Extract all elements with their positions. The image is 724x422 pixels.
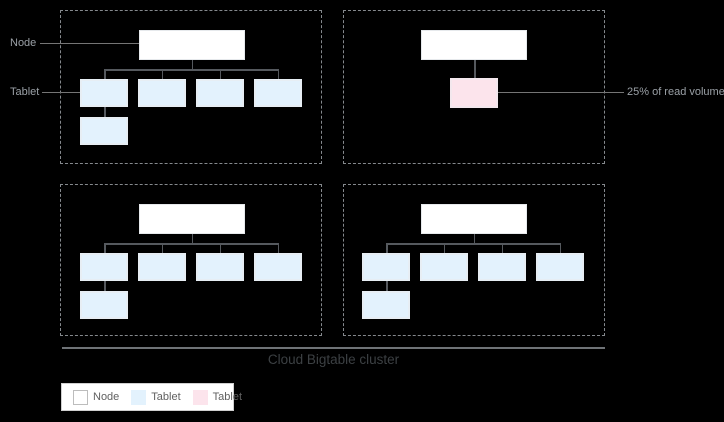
connector-stub: [104, 69, 106, 79]
node-group-1: [60, 10, 322, 164]
tablet-box: [254, 79, 302, 107]
node-group-2: [343, 10, 605, 164]
tablet-box: [196, 79, 244, 107]
tablet-box: [80, 253, 128, 281]
connector-stub: [219, 69, 221, 79]
cluster-title: Cloud Bigtable cluster: [267, 352, 400, 367]
node-box: [139, 30, 245, 60]
node-label: Node: [10, 37, 37, 49]
hot-tablet-box: [450, 78, 498, 108]
cluster-bracket-line: [62, 347, 605, 349]
legend-label: Tablet: [151, 391, 181, 403]
tablet-box: [478, 253, 526, 281]
node-group-4: [343, 184, 605, 336]
connector-tree-horizontal: [386, 243, 561, 245]
legend-item-hot-tablet: Tablet: [192, 389, 243, 405]
connector-node-stub: [191, 60, 193, 70]
tablet-box: [80, 117, 128, 145]
annotation-leader-line: [498, 91, 624, 93]
tablet-box: [80, 79, 128, 107]
connector-stub: [161, 243, 163, 253]
connector-stub: [277, 243, 279, 253]
legend: Node Tablet Tablet: [61, 383, 242, 411]
node-box: [139, 204, 245, 234]
legend-item-tablet: Tablet: [131, 389, 181, 405]
tablet-box: [420, 253, 468, 281]
read-volume-annotation: 25% of read volume: [627, 86, 724, 98]
node-swatch: [73, 389, 88, 405]
node-box: [421, 204, 527, 234]
connector-node-stub: [473, 234, 475, 244]
connector-stub: [443, 243, 445, 253]
tablet-box: [196, 253, 244, 281]
connector-stub: [219, 243, 221, 253]
connector-stub: [104, 281, 106, 291]
legend-label: Tablet: [212, 391, 243, 403]
tablet-box: [138, 79, 186, 107]
legend-label: Node: [93, 391, 120, 403]
tablet-box: [362, 291, 410, 319]
connector-tree-horizontal: [104, 69, 279, 71]
tablet-swatch: [131, 389, 147, 405]
tablet-label: Tablet: [10, 86, 40, 98]
connector-stub: [277, 69, 279, 79]
tablet-box: [536, 253, 584, 281]
node-box: [421, 30, 527, 60]
connector-stub: [386, 281, 388, 291]
connector-stub: [161, 69, 163, 79]
connector-stub: [104, 107, 106, 117]
legend-item-node: Node: [73, 389, 120, 405]
hot-tablet-swatch: [192, 389, 208, 405]
tablet-box: [80, 291, 128, 319]
tablet-box: [138, 253, 186, 281]
connector-tree-horizontal: [104, 243, 279, 245]
tablet-leader-line: [42, 91, 80, 93]
connector-node-stub: [474, 60, 476, 78]
tablet-box: [362, 253, 410, 281]
connector-stub: [501, 243, 503, 253]
connector-stub: [559, 243, 561, 253]
node-group-3: [60, 184, 322, 336]
connector-node-stub: [191, 234, 193, 244]
connector-stub: [104, 243, 106, 253]
tablet-box: [254, 253, 302, 281]
node-leader-line: [40, 42, 139, 44]
connector-stub: [386, 243, 388, 253]
